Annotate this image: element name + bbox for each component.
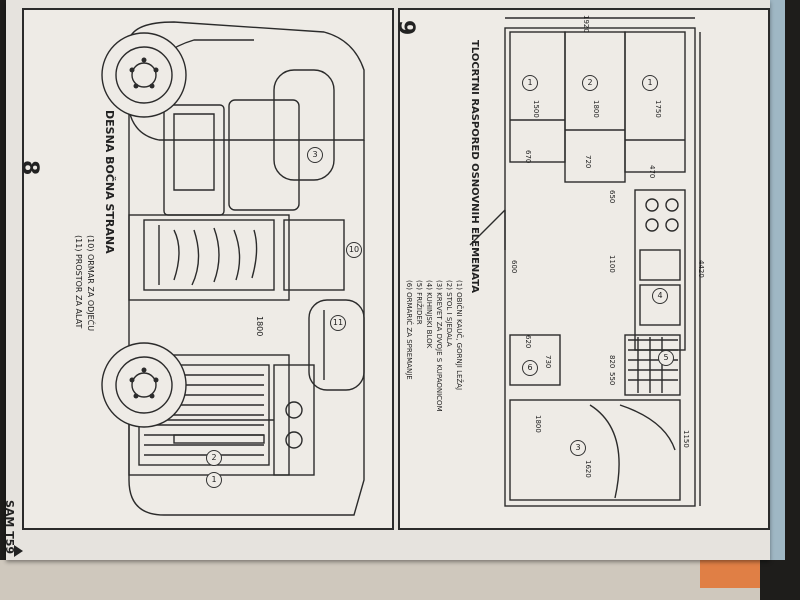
left-drawing-panel: 8 DESNA BOČNA STRANA (10) ORMAR ZA ODJEĆ…	[17, 8, 394, 530]
callout-2: 2	[206, 450, 222, 466]
dimension-label: 1100	[608, 255, 616, 273]
right-legend: (1) OBIČNI KAUČ, GORNJI LEŽAJ (2) STOL I…	[404, 280, 464, 412]
legend-item: (5) FRIŽIDER	[415, 280, 423, 325]
floor-plan-drawing	[469, 17, 701, 507]
callout-1: 1	[522, 75, 538, 91]
legend-item: (11) PROSTOR ZA ALAT	[74, 235, 83, 329]
legend-item: (10) ORMAR ZA ODJEĆU	[86, 235, 95, 332]
legend-item: (1) OBIČNI KAUČ, GORNJI LEŽAJ	[455, 280, 463, 391]
dimension-label: 820	[608, 355, 616, 369]
dimension-label: 1800	[534, 415, 542, 433]
magazine-sheet: 8 DESNA BOČNA STRANA (10) ORMAR ZA ODJEĆ…	[3, 0, 770, 560]
callout-3: 3	[570, 440, 586, 456]
right-page-number: 9	[393, 20, 418, 36]
dimension-label: 620	[524, 335, 532, 349]
left-legend: (10) ORMAR ZA ODJEĆU (11) PROSTOR ZA ALA…	[72, 235, 96, 331]
dimension-label: 650	[608, 190, 616, 204]
dimension-label: 730	[544, 355, 552, 369]
callout-6: 6	[522, 360, 538, 376]
dimension-label: 1920	[582, 15, 590, 33]
van-side-drawing	[101, 21, 365, 516]
right-drawing-panel: 9 TLOCRTNI RASPORED OSNOVNIH ELEMENATA (…	[393, 8, 770, 530]
dimension-label: 670	[524, 150, 532, 164]
page-arrow-icon	[14, 545, 23, 557]
callout-4: 4	[652, 288, 668, 304]
callout-5: 5	[658, 350, 674, 366]
left-dimension: 1800	[255, 316, 264, 337]
under-page-stack	[0, 560, 760, 600]
dimension-label: 1620	[584, 460, 592, 478]
dimension-label: 1750	[654, 100, 662, 118]
legend-item: (2) STOL I SJEDALA	[445, 280, 453, 347]
legend-item: (6) ORMARIĆ ZA SPREMANJE	[405, 280, 413, 380]
dimension-label: 600	[510, 260, 518, 274]
right-page-title: TLOCRTNI RASPORED OSNOVNIH ELEMENATA	[469, 40, 480, 294]
left-page-number: 8	[17, 160, 42, 176]
callout-1b: 1	[642, 75, 658, 91]
left-page-title: DESNA BOČNA STRANA	[103, 110, 116, 254]
dimension-label: 550	[608, 372, 616, 386]
callout-3: 3	[307, 147, 323, 163]
dimension-label: 4420	[697, 260, 705, 278]
dimension-label: 1500	[532, 100, 540, 118]
callout-11: 11	[330, 315, 346, 331]
dimension-label: 1800	[592, 100, 600, 118]
callout-10: 10	[346, 242, 362, 258]
dimension-label: 1150	[682, 430, 690, 448]
dimension-label: 470	[648, 165, 656, 179]
dimension-label: 720	[584, 155, 592, 169]
callout-1: 1	[206, 472, 222, 488]
legend-item: (3) KREVET ZA DVOJE S KUPAONICOM	[435, 280, 443, 412]
legend-item: (4) KUHINJSKI BLOK	[425, 280, 433, 349]
callout-2: 2	[582, 75, 598, 91]
